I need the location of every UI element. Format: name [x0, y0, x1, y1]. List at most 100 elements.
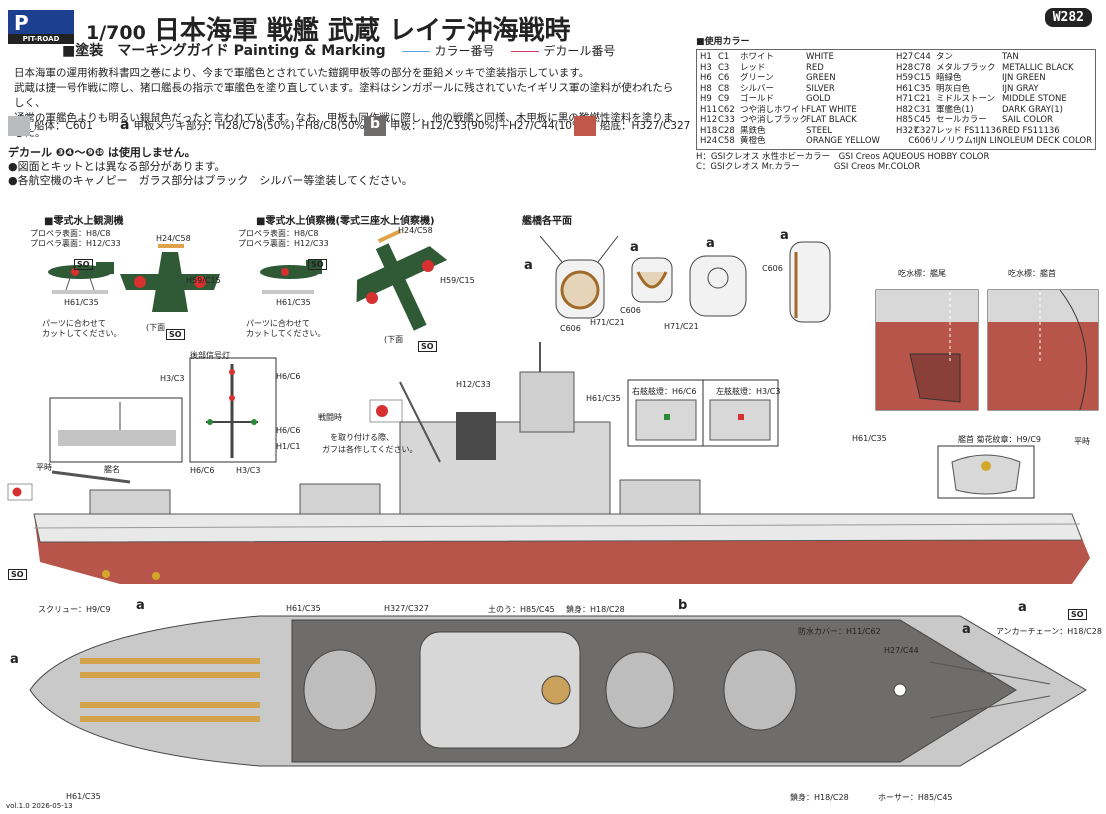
screw-label: スクリュー：H9/C9 — [38, 605, 111, 614]
intro-line: 日本海軍の運用術教科書四之巻により、今まで軍艦色とされていた鎧鋼甲板等の部分を亜… — [14, 67, 590, 79]
footnote-line: H：GSIクレオス 水性ホビーカラー GSI Creos AQUEOUS HOB… — [696, 151, 990, 162]
c606-label: C606 — [560, 324, 581, 333]
section-observation-plane: ■零式水上観測機 — [44, 216, 124, 227]
flag-note-label-2: ガフは各作してください。 — [322, 445, 418, 454]
scale-label: 1/700 — [86, 22, 146, 44]
mast-h1-label: H1/C1 — [276, 442, 301, 451]
stern-detail-box — [49, 397, 183, 463]
color-name-ja: ホワイト — [740, 52, 775, 62]
color-name-en: RED — [806, 62, 824, 73]
h71-label: H71/C21 — [590, 318, 625, 327]
h27-label: H27/C44 — [884, 646, 919, 655]
h61-label: H61/C35 — [286, 604, 321, 613]
hobby-color-code: H28 — [896, 62, 914, 73]
color-name-en: SAIL COLOR — [1002, 115, 1053, 125]
color-name-ja: 黄橙色 — [740, 136, 766, 146]
intro-line: 武蔵は捷一号作戦に際し、猪口艦長の指示で軍艦色を塗り直しています。塗料はシンガポ… — [14, 82, 674, 109]
starboard-light-label: 右舷舷燈：H6/C6 — [632, 387, 697, 396]
hobby-color-code: H9 — [700, 94, 712, 104]
so-label: SO — [166, 329, 185, 340]
so-label: SO — [308, 259, 327, 270]
bridge-plan-4 — [789, 241, 831, 323]
h327-label: H327/C327 — [384, 604, 429, 613]
color-name-en: IJN LINOLEUM DECK COLOR — [975, 136, 1092, 146]
color-name-en: GOLD — [806, 94, 831, 104]
color-name-ja: ゴールド — [740, 94, 775, 104]
hobby-color-code: H8 — [700, 83, 712, 94]
color-name-en: METALLIC BLACK — [1002, 62, 1074, 73]
recon-underside-label: (下面 — [384, 335, 404, 344]
swatch-deck-box: b — [364, 116, 386, 136]
c606-label: C606 — [620, 306, 641, 315]
sandbag-label: 土のう：H85/C45 — [488, 605, 555, 614]
anchor-chain-label: アンカーチェーン：H18/C28 — [996, 627, 1102, 636]
hobby-color-code: H27 — [896, 52, 914, 62]
version-label: vol.1.0 2026-05-13 — [6, 802, 73, 810]
hobby-color-code: H1 — [700, 52, 712, 62]
mast-h3b-label: H3/C3 — [236, 466, 261, 475]
recon-prop-front-label: プロペラ表面：H8/C8 — [238, 229, 319, 238]
mr-color-code: C1 — [718, 52, 730, 62]
section-bridge-plans: 艦橋各平面 — [522, 216, 572, 227]
color-name-ja: つや消しブラック — [740, 115, 806, 125]
mast-detail-box — [189, 357, 277, 463]
letter-a: a — [706, 236, 715, 251]
letter-a: a — [136, 598, 145, 613]
prop-back-label: プロペラ裏面：H12/C33 — [30, 239, 121, 248]
swatch-hull: 船体：C601 — [8, 116, 93, 136]
ship-drawings — [7, 229, 1099, 767]
port-light-label: 左舷舷燈：H3/C3 — [716, 387, 781, 396]
footnote-line: C：GSIクレオス Mr.カラー GSI Creos Mr.COLOR — [696, 161, 921, 172]
color-name-en: IJN GREEN — [1002, 73, 1046, 83]
color-name-en: DARK GRAY(1) — [1002, 104, 1063, 115]
notes: デカール ❸❹〜❾❿ は使用しません。 ●図面とキットとは異なる部分があります。… — [8, 146, 413, 188]
chrysanthemum-label: 艦首 菊花紋章：H9/C9 — [958, 435, 1042, 444]
ship-side-profile — [33, 342, 1090, 584]
color-name-en: IJN GRAY — [1002, 83, 1039, 94]
bridge-plan-2 — [631, 257, 673, 303]
color-name-en: WHITE — [806, 52, 834, 62]
hose-label: ホーサー：H85/C45 — [878, 793, 953, 802]
hobby-color-code: H18 — [700, 125, 718, 136]
decal-line-icon — [511, 51, 540, 52]
h61-label: H61/C35 — [586, 394, 621, 403]
swatch-hull-box — [8, 116, 30, 136]
draft-stern-label: 吃水標：艦尾 — [898, 269, 946, 278]
color-name-ja: リノリウム色 — [930, 136, 975, 146]
color-table-row: H1 C1 ホワイト WHITE — [700, 52, 896, 63]
mast-h3-label: H3/C3 — [160, 374, 185, 383]
so-label: SO — [8, 569, 27, 580]
h61-label: H61/C35 — [66, 792, 101, 801]
so-label: SO — [1068, 609, 1087, 620]
mr-color-code: C21 — [914, 94, 931, 104]
chain-body-label: 鎖身：H18/C28 — [790, 793, 849, 802]
color-name-en: FLAT WHITE — [806, 104, 857, 115]
swatch-bottom: 船底：H327/C327 — [574, 116, 690, 136]
obs-underside-label: (下面 — [146, 323, 166, 332]
color-name-ja: レッド — [740, 62, 766, 73]
letter-a: a — [10, 652, 19, 667]
hobby-color-code: H3 — [700, 62, 712, 73]
observation-plane-top — [120, 244, 220, 312]
so-label: SO — [418, 341, 437, 352]
peace-label-2: 平時 — [1074, 437, 1090, 446]
mast-h6b-label: H6/C6 — [276, 426, 301, 435]
flag-note-label: を取り付ける際、 — [330, 433, 394, 442]
mr-color-code: C31 — [914, 104, 931, 115]
hobby-color-code: H82 — [896, 104, 914, 115]
swatch-bottom-label: 船底：H327/C327 — [600, 120, 691, 132]
color-name-ja: 黒鉄色 — [740, 125, 766, 136]
mr-color-code: C35 — [914, 83, 931, 94]
chain-body-label: 鎖身：H18/C28 — [566, 605, 625, 614]
